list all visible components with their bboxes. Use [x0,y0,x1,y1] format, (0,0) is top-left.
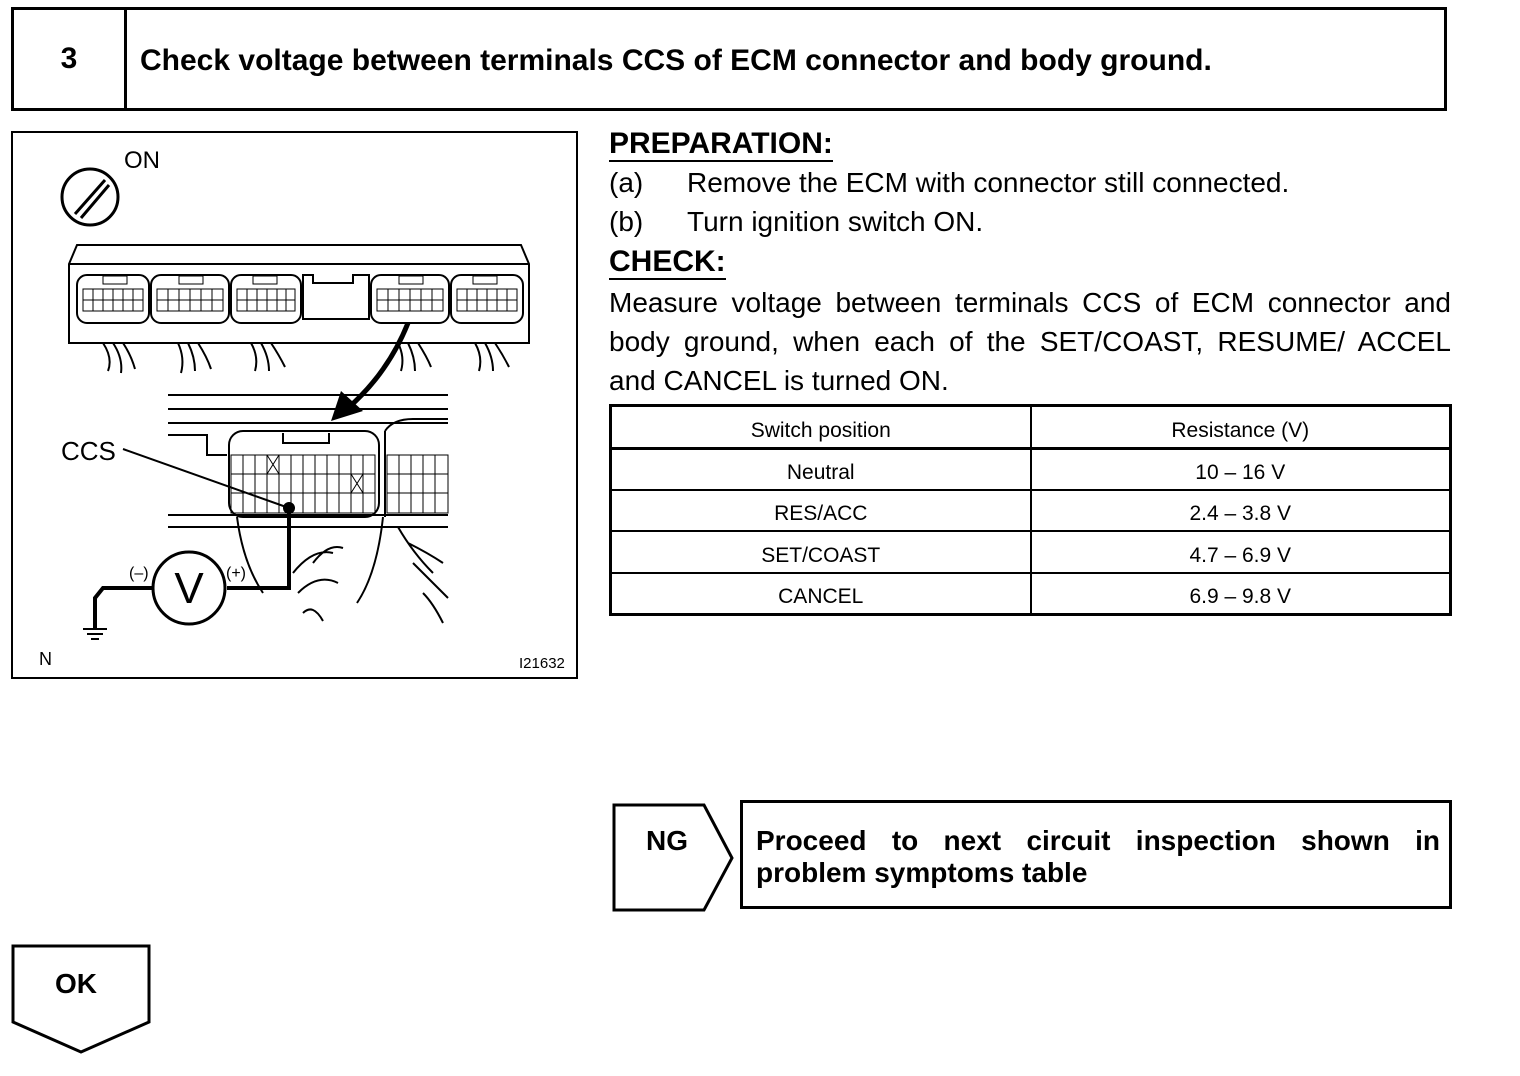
table-header: Resistance (V) [1029,404,1452,450]
label-ccs: CCS [61,436,116,466]
voltage-table: Switch position Resistance (V) Neutral 1… [609,404,1452,616]
ccs-leader-line [122,448,290,509]
step-number: 3 [14,10,127,108]
table-row: SET/COAST 4.7 – 6.9 V [609,530,1452,574]
zoom-arrow [346,322,411,410]
table-cell: Neutral [609,447,1032,492]
ecm-unit [68,244,530,374]
check-instructions: Measure voltage between terminals CCS of… [609,287,1451,396]
table-cell: 4.7 – 6.9 V [1029,530,1452,574]
step-header: 3 Check voltage between terminals CCS of… [11,7,1447,111]
wiring-diagram: V [60,167,530,640]
table-cell: RES/ACC [609,489,1032,533]
enlarged-connector [168,394,449,624]
ng-arrow-icon [612,803,734,912]
table-cell: 6.9 – 9.8 V [1029,571,1452,616]
table-cell: 2.4 – 3.8 V [1029,489,1452,533]
ok-label: OK [55,968,97,999]
preparation-heading: PREPARATION: [609,127,833,162]
figure-id: I21632 [519,655,565,672]
ng-action-text: Proceed to next circuit inspection shown… [756,825,1440,888]
label-plus: (+) [226,565,246,582]
ecm-connector-illustration: V ON CCS (–) (+) N I21632 [11,131,578,679]
step-title: Check voltage between terminals CCS of E… [140,44,1212,77]
ng-action-box: Proceed to next circuit inspection shown… [740,800,1452,909]
ng-label: NG [646,825,688,856]
table-row: RES/ACC 2.4 – 3.8 V [609,489,1452,533]
probe-wire [227,508,291,590]
table-row: Neutral 10 – 16 V [609,447,1452,492]
ok-arrow-icon [11,944,151,1054]
table-header-row: Switch position Resistance (V) [609,404,1452,450]
table-header: Switch position [609,404,1032,450]
label-minus: (–) [129,565,149,582]
ground-wire [93,586,153,629]
label-on: ON [124,147,160,174]
ignition-key-icon [60,167,120,227]
preparation-step-a: (a)Remove the ECM with connector still c… [609,167,1290,198]
preparation-step-b: (b)Turn ignition switch ON. [609,206,984,237]
table-cell: 10 – 16 V [1029,447,1452,492]
check-heading: CHECK: [609,245,726,280]
ground-icon [83,628,107,640]
table-row: CANCEL 6.9 – 9.8 V [609,571,1452,616]
voltmeter-symbol: V [174,564,204,613]
label-n: N [39,649,52,669]
table-cell: CANCEL [609,571,1032,616]
table-cell: SET/COAST [609,530,1032,574]
